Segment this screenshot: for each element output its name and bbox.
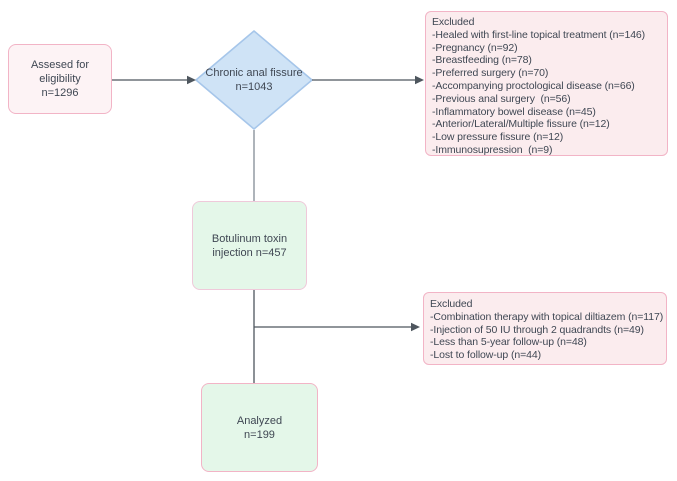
excluded-top-item: -Pregnancy (n=92) bbox=[432, 41, 518, 54]
arrowhead-branch-to-excluded-mid-icon bbox=[411, 322, 420, 332]
decision-diamond-shape bbox=[195, 30, 313, 130]
decision-diamond: Chronic anal fissure n=1043 bbox=[196, 30, 312, 130]
excluded-top-box: Excluded -Healed with first-line topical… bbox=[425, 11, 668, 156]
excluded-top-item: -Anterior/Lateral/Multiple fissure (n=12… bbox=[432, 118, 610, 131]
excluded-top-item: -Low pressure fissure (n=12) bbox=[432, 131, 564, 144]
excluded-top-title: Excluded bbox=[432, 16, 475, 28]
analyzed-label: Analyzed n=199 bbox=[236, 414, 283, 441]
assessed-eligibility-box: Assesed for eligibility n=1296 bbox=[8, 44, 112, 114]
excluded-mid-item: -Injection of 50 IU through 2 quadrandts… bbox=[430, 323, 644, 336]
excluded-top-item: -Breastfeeding (n=78) bbox=[432, 54, 532, 67]
arrowhead-assessed-to-decision-icon bbox=[187, 75, 196, 85]
assessed-eligibility-label: Assesed for eligibility n=1296 bbox=[30, 59, 90, 99]
excluded-top-item: -Accompanying proctological disease (n=6… bbox=[432, 79, 635, 92]
botulinum-injection-label: Botulinum toxin injection n=457 bbox=[211, 232, 288, 259]
excluded-top-item: -Preferred surgery (n=70) bbox=[432, 67, 549, 80]
excluded-top-item: -Inflammatory bowel disease (n=45) bbox=[432, 105, 596, 118]
excluded-mid-box: Excluded -Combination therapy with topic… bbox=[423, 292, 667, 365]
excluded-top-item: -Previous anal surgery (n=56) bbox=[432, 92, 571, 105]
excluded-mid-item: -Lost to follow-up (n=44) bbox=[430, 349, 542, 362]
decision-diamond-label: Chronic anal fissure n=1043 bbox=[205, 67, 303, 93]
excluded-mid-item: -Combination therapy with topical diltia… bbox=[430, 310, 664, 323]
analyzed-box: Analyzed n=199 bbox=[201, 383, 318, 472]
excluded-mid-item: -Less than 5-year follow-up (n=48) bbox=[430, 336, 587, 349]
excluded-top-item: -Healed with first-line topical treatmen… bbox=[432, 28, 646, 41]
botulinum-injection-box: Botulinum toxin injection n=457 bbox=[192, 201, 307, 290]
arrowhead-decision-to-excluded-top-icon bbox=[415, 75, 424, 85]
excluded-top-item: -Immunosupression (n=9) bbox=[432, 143, 553, 156]
excluded-mid-title: Excluded bbox=[430, 298, 473, 310]
